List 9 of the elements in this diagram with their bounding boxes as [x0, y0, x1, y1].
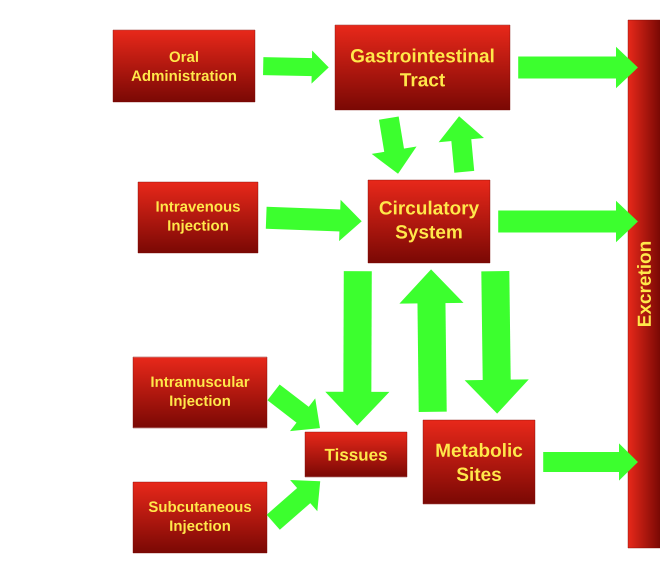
process-box: Tissues — [304, 432, 408, 478]
process-box: Oral Administration — [112, 30, 256, 102]
excretion-bar: Excretion — [628, 20, 660, 548]
process-box: Gastrointestinal Tract — [334, 24, 510, 110]
process-box: Circulatory System — [368, 180, 490, 264]
process-box: Subcutaneous Injection — [132, 482, 268, 554]
process-box: Metabolic Sites — [422, 420, 536, 504]
process-box: Intramuscular Injection — [132, 356, 268, 428]
process-box: Intravenous Injection — [138, 182, 258, 254]
